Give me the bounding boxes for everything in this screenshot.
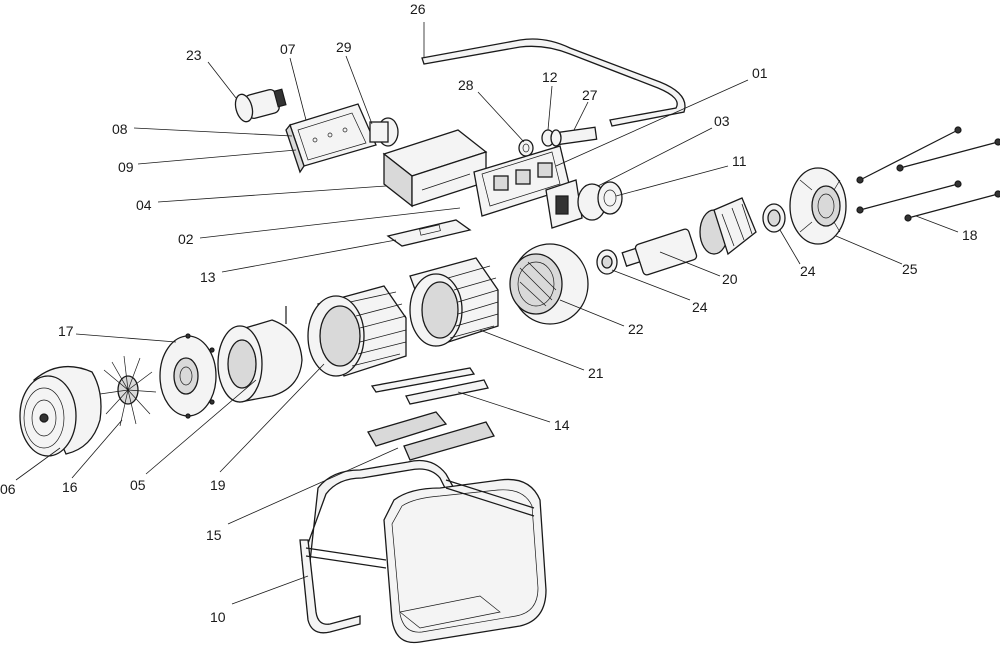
- part-17-end-plate: [159, 333, 217, 419]
- label-12: 12: [542, 69, 558, 85]
- label-14: 14: [554, 417, 570, 433]
- label-27: 27: [582, 87, 598, 103]
- part-18-tie-rods: [856, 126, 1000, 222]
- part-03-panel-plate: [473, 145, 571, 217]
- part-19-housing: [307, 285, 407, 377]
- part-25-end-cover: [789, 167, 847, 245]
- label-07: 07: [280, 41, 296, 57]
- label-13: 13: [200, 269, 216, 285]
- part-27-fitting: [550, 126, 598, 147]
- part-10-frame: [299, 459, 547, 644]
- part-13-plate: [386, 219, 472, 247]
- label-06: 06: [0, 481, 16, 497]
- label-08: 08: [112, 121, 128, 137]
- label-26: 26: [410, 1, 426, 17]
- part-14-rails: [370, 367, 489, 405]
- label-09: 09: [118, 159, 134, 175]
- part-11-socket: [577, 181, 623, 221]
- label-19: 19: [210, 477, 226, 493]
- leader-lines: [15, 22, 959, 605]
- part-15-mounts: [367, 411, 495, 461]
- part-23-plug: [234, 88, 287, 123]
- label-24-left: 24: [692, 299, 708, 315]
- label-15: 15: [206, 527, 222, 543]
- label-20: 20: [722, 271, 738, 287]
- part-01-switch: [545, 179, 583, 229]
- part-26-rod: [421, 38, 686, 127]
- label-16: 16: [62, 479, 78, 495]
- label-21: 21: [588, 365, 604, 381]
- part-labels: 26 07 23 29 28 12 27 01 03 11 08 09 04 0…: [0, 1, 978, 625]
- label-03: 03: [714, 113, 730, 129]
- label-11: 11: [732, 153, 747, 169]
- label-01: 01: [752, 65, 768, 81]
- label-24-right: 24: [800, 263, 816, 279]
- part-24-bearing-a: [596, 249, 618, 275]
- part-05-inner-cover: [217, 306, 303, 403]
- part-24-bearing-b: [762, 203, 786, 233]
- part-28-ring: [518, 139, 534, 157]
- label-23: 23: [186, 47, 202, 63]
- part-07-panel-cover: [285, 103, 377, 174]
- label-28: 28: [458, 77, 474, 93]
- part-16-fan: [99, 355, 157, 427]
- label-04: 04: [136, 197, 152, 213]
- label-22: 22: [628, 321, 644, 337]
- part-06-fan-cover: [19, 366, 102, 457]
- part-20-rotor: [621, 197, 757, 276]
- label-05: 05: [130, 477, 146, 493]
- part-21-housing: [409, 257, 499, 347]
- label-18: 18: [962, 227, 978, 243]
- part-29-gland: [369, 117, 399, 147]
- label-29: 29: [336, 39, 352, 55]
- label-02: 02: [178, 231, 194, 247]
- label-17: 17: [58, 323, 74, 339]
- part-04-control-box: [382, 129, 488, 208]
- label-10: 10: [210, 609, 226, 625]
- part-22-stator-core: [509, 243, 589, 325]
- label-25: 25: [902, 261, 918, 277]
